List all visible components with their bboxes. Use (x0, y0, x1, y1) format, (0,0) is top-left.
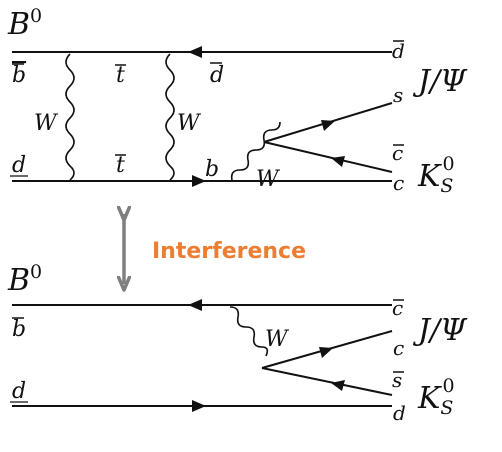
top-upper-arrow (188, 46, 202, 58)
top-w-label-3: W (256, 167, 281, 192)
bottom-cbar-out-label: c (392, 296, 403, 320)
bottom-d-out-label: d (393, 401, 406, 425)
top-tbar-top-label: t (116, 63, 125, 88)
top-d-in-label: d (12, 153, 26, 178)
top-w-label-2: W (177, 111, 202, 136)
interference-label: Interference (152, 239, 306, 264)
top-box-diagram: B0 b d t t d b W W W d (7, 5, 468, 197)
bottom-d-in-label: d (12, 379, 26, 404)
top-w-boson-3 (230, 121, 281, 181)
top-w-boson-2 (165, 53, 175, 181)
bottom-c-arrow (319, 347, 333, 358)
bottom-sbar-out-label: s (392, 368, 402, 392)
top-ks-label: KS0 (417, 153, 455, 197)
top-dbar-out-label: d (392, 39, 405, 63)
top-s-arrow (321, 120, 335, 131)
bottom-jpsi-label: J/Ψ (412, 313, 468, 348)
bottom-c-out-label: c (393, 336, 404, 360)
top-bbar-label: b (12, 63, 26, 88)
top-w-label-1: W (34, 111, 59, 136)
interference-indicator: Interference (124, 214, 306, 284)
bottom-sbar-arrow (331, 380, 345, 391)
bottom-w-label: W (265, 327, 290, 352)
top-w-boson-1 (65, 53, 75, 181)
top-tbar-bottom-label: t (116, 153, 125, 178)
top-cbar-line (263, 141, 393, 173)
top-b-mid-label: b (205, 157, 219, 182)
bottom-ks-label: KS0 (417, 375, 455, 419)
bottom-w-boson (229, 306, 269, 357)
bottom-upper-arrow (188, 299, 202, 311)
top-dbar-mid-label: d (210, 63, 224, 88)
top-lower-arrow (192, 175, 206, 187)
top-s-out-label: s (393, 83, 403, 107)
top-c-out-label: c (393, 171, 404, 195)
bottom-lower-arrow (192, 400, 206, 412)
bottom-sbar-line (261, 367, 393, 396)
top-jpsi-label: J/Ψ (412, 64, 468, 99)
top-cbar-out-label: c (392, 141, 403, 165)
top-meson-label: B0 (7, 5, 42, 42)
bottom-bbar-label: b (12, 317, 26, 342)
top-cbar-arrow (331, 156, 345, 167)
bottom-tree-diagram: B0 b d W c c s d J/Ψ KS0 (7, 261, 468, 425)
bottom-meson-label: B0 (7, 261, 42, 298)
